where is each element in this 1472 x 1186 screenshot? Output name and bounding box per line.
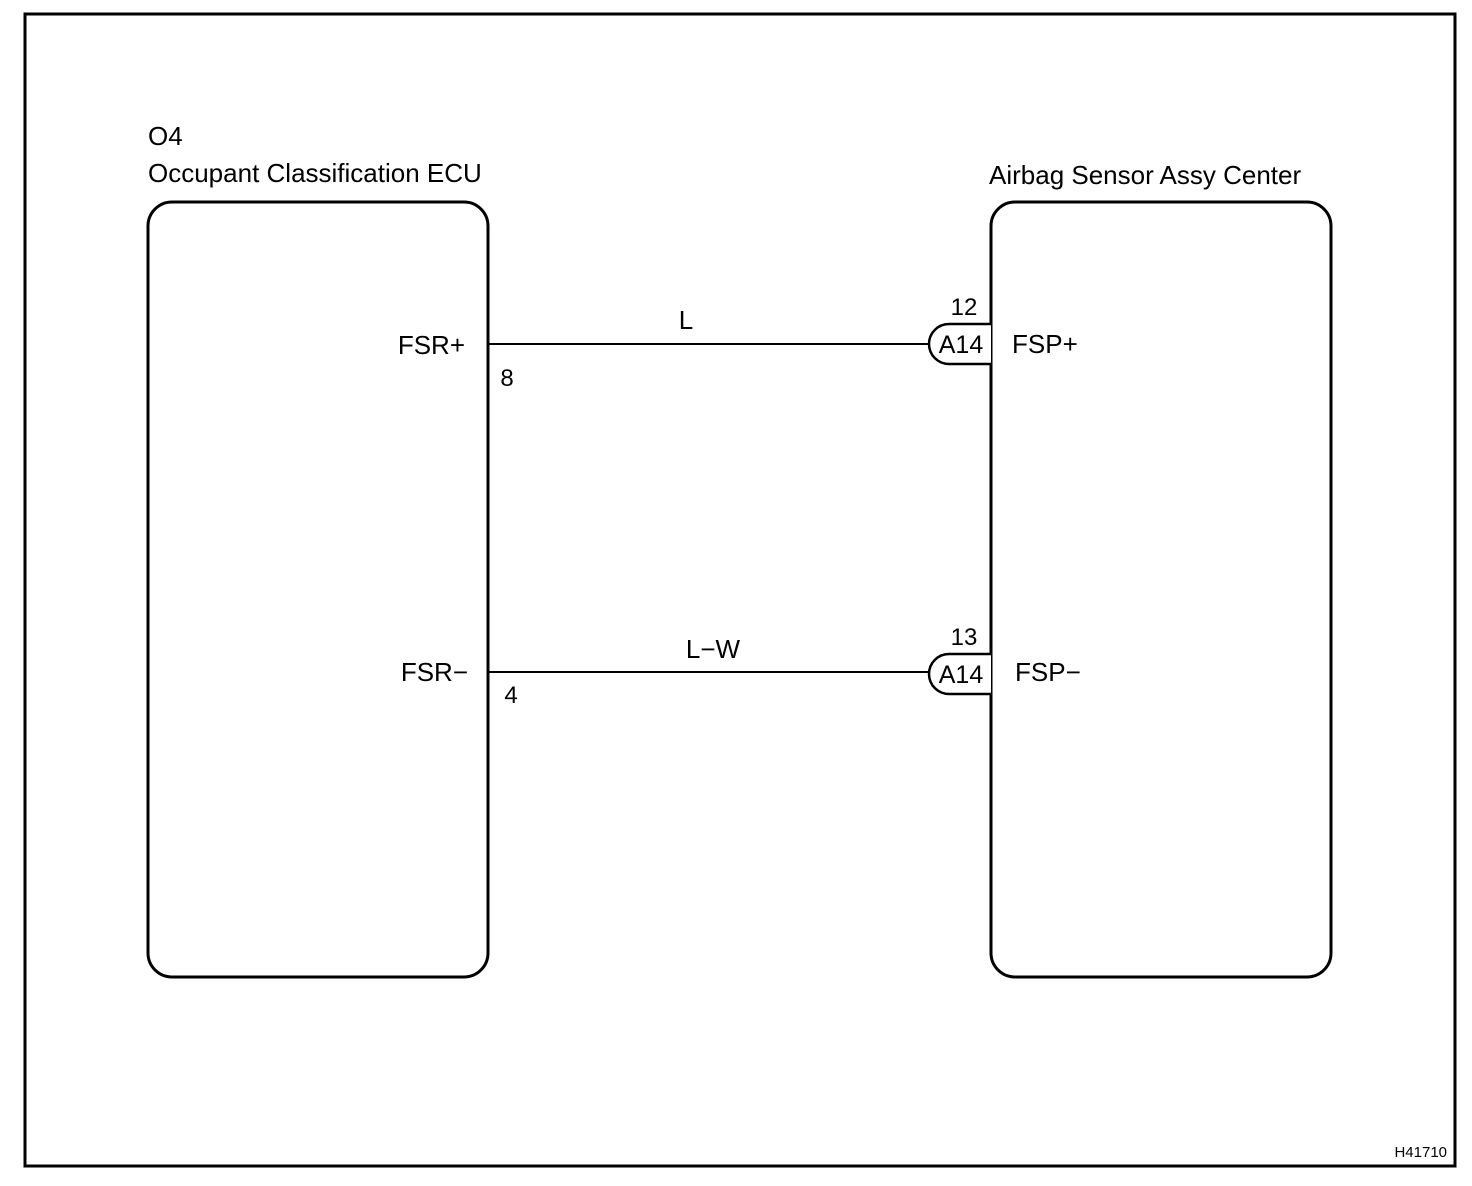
left-ecu-name: Occupant Classification ECU [148,158,482,188]
right-ecu-name: Airbag Sensor Assy Center [989,160,1301,190]
wire-color-label: L−W [686,634,741,664]
left-ecu-code: O4 [148,121,183,151]
terminal-label-fsr-plus: FSR+ [398,330,465,360]
diagram-frame [23,12,1457,1168]
left-ecu-box [146,200,490,979]
pin-number-label: 12 [951,294,978,321]
pin-number-label: 13 [951,624,978,651]
connector-code-label: A14 [939,331,984,359]
terminal-label-fsp-plus: FSP+ [1012,329,1078,359]
right-ecu-box [989,200,1333,979]
connector-code-label: A14 [939,661,984,689]
connector-badge [927,652,991,696]
pin-number-label: 4 [504,682,517,709]
pin-number-label: 8 [500,365,513,392]
connector-badge [927,322,991,366]
figure-id: H41710 [1394,1144,1447,1161]
terminal-label-fsp-minus: FSP− [1015,657,1081,687]
terminal-label-fsr-minus: FSR− [401,657,468,687]
wire-color-label: L [679,305,693,335]
